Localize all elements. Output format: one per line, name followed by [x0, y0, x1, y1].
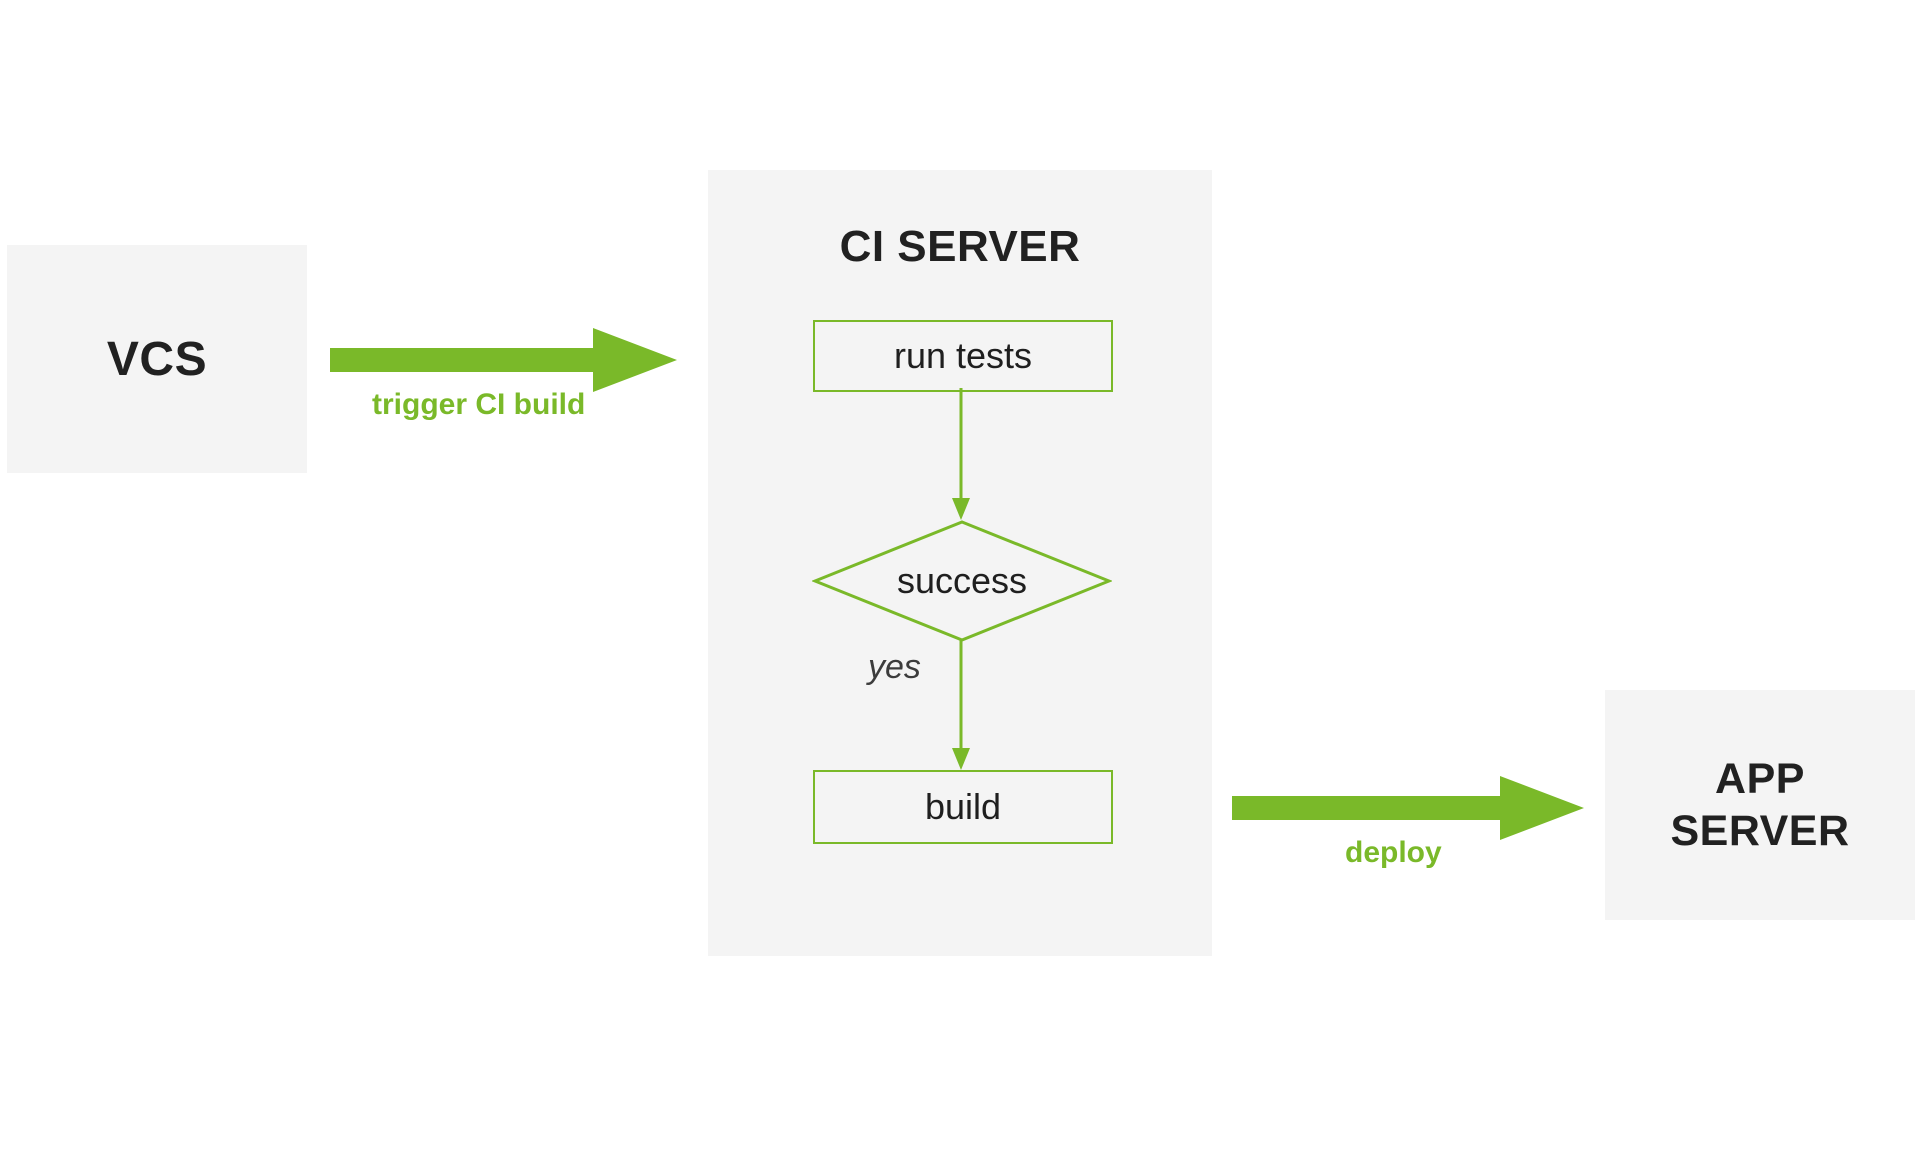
step-run-tests[interactable]: run tests — [813, 320, 1113, 392]
panel-ci-server-title: CI SERVER — [839, 222, 1081, 271]
step-run-tests-label: run tests — [893, 335, 1033, 376]
edge-deploy-arrow — [1232, 776, 1584, 840]
node-app-server[interactable]: APP SERVER — [1605, 690, 1915, 920]
edge-success-to-build-arrow — [952, 640, 970, 770]
node-app-server-label: APP SERVER — [1670, 753, 1849, 858]
panel-ci-server: CI SERVER run tests success yes build — [708, 170, 1212, 956]
step-build-label: build — [924, 786, 1002, 827]
edge-success-to-build-label: yes — [868, 648, 921, 686]
edge-deploy-label: deploy — [1345, 836, 1442, 869]
node-vcs[interactable]: VCS — [7, 245, 307, 473]
node-app-server-line1: APP — [1715, 754, 1805, 803]
step-success-shape[interactable] — [812, 520, 1112, 642]
edge-trigger-label: trigger CI build — [372, 388, 586, 421]
edge-trigger-arrow — [330, 328, 677, 392]
step-build[interactable]: build — [813, 770, 1113, 844]
edge-run-tests-to-success-arrow — [952, 388, 970, 520]
node-vcs-label: VCS — [106, 332, 208, 386]
node-app-server-line2: SERVER — [1670, 807, 1850, 855]
